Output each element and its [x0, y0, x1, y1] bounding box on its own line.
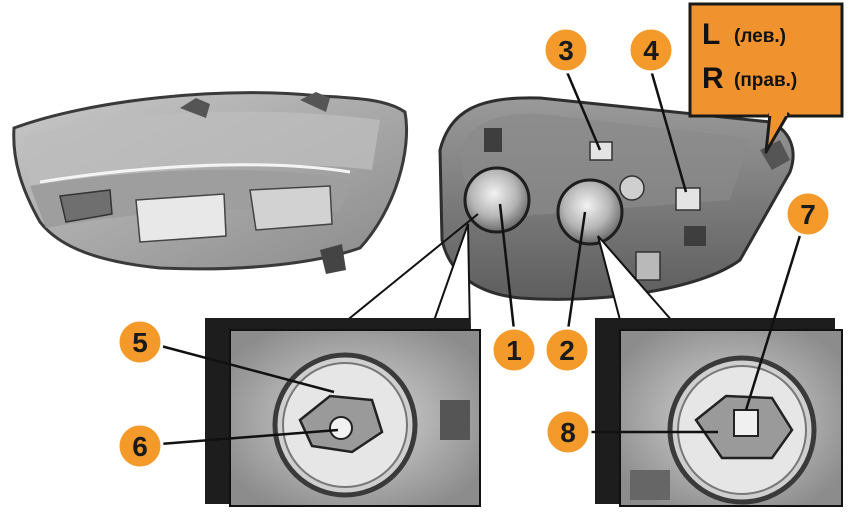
callout-6-number: 6 — [132, 431, 148, 462]
headlight-rear-view — [438, 96, 795, 301]
callout-8-number: 8 — [560, 417, 576, 448]
callout-2: 2 — [543, 326, 591, 374]
side-label-right-letter: R — [702, 62, 724, 95]
headlight-front-view — [12, 91, 409, 274]
callout-4-number: 4 — [643, 35, 659, 66]
detail-inset-left — [205, 318, 481, 507]
callout-7-number: 7 — [800, 199, 816, 230]
callout-5: 5 — [116, 318, 164, 366]
callout-6: 6 — [116, 422, 164, 470]
side-label-left-letter: L — [702, 18, 720, 51]
callout-3-number: 3 — [558, 35, 574, 66]
callout-1: 1 — [490, 326, 538, 374]
callout-1-number: 1 — [506, 335, 522, 366]
side-label-left-text: (лев.) — [734, 26, 786, 47]
callout-7: 7 — [784, 190, 832, 238]
callout-8: 8 — [544, 408, 592, 456]
leader-lines — [159, 69, 808, 446]
bulb-socket-1 — [463, 166, 531, 234]
bulb-socket-2 — [556, 178, 624, 246]
side-label-right-text: (прав.) — [734, 70, 797, 91]
callout-5-number: 5 — [132, 327, 148, 358]
callout-2-number: 2 — [559, 335, 575, 366]
side-label-box: L (лев.) R (прав.) — [688, 2, 844, 154]
callout-3: 3 — [542, 26, 590, 74]
detail-inset-right — [595, 318, 843, 507]
callout-4: 4 — [627, 26, 675, 74]
